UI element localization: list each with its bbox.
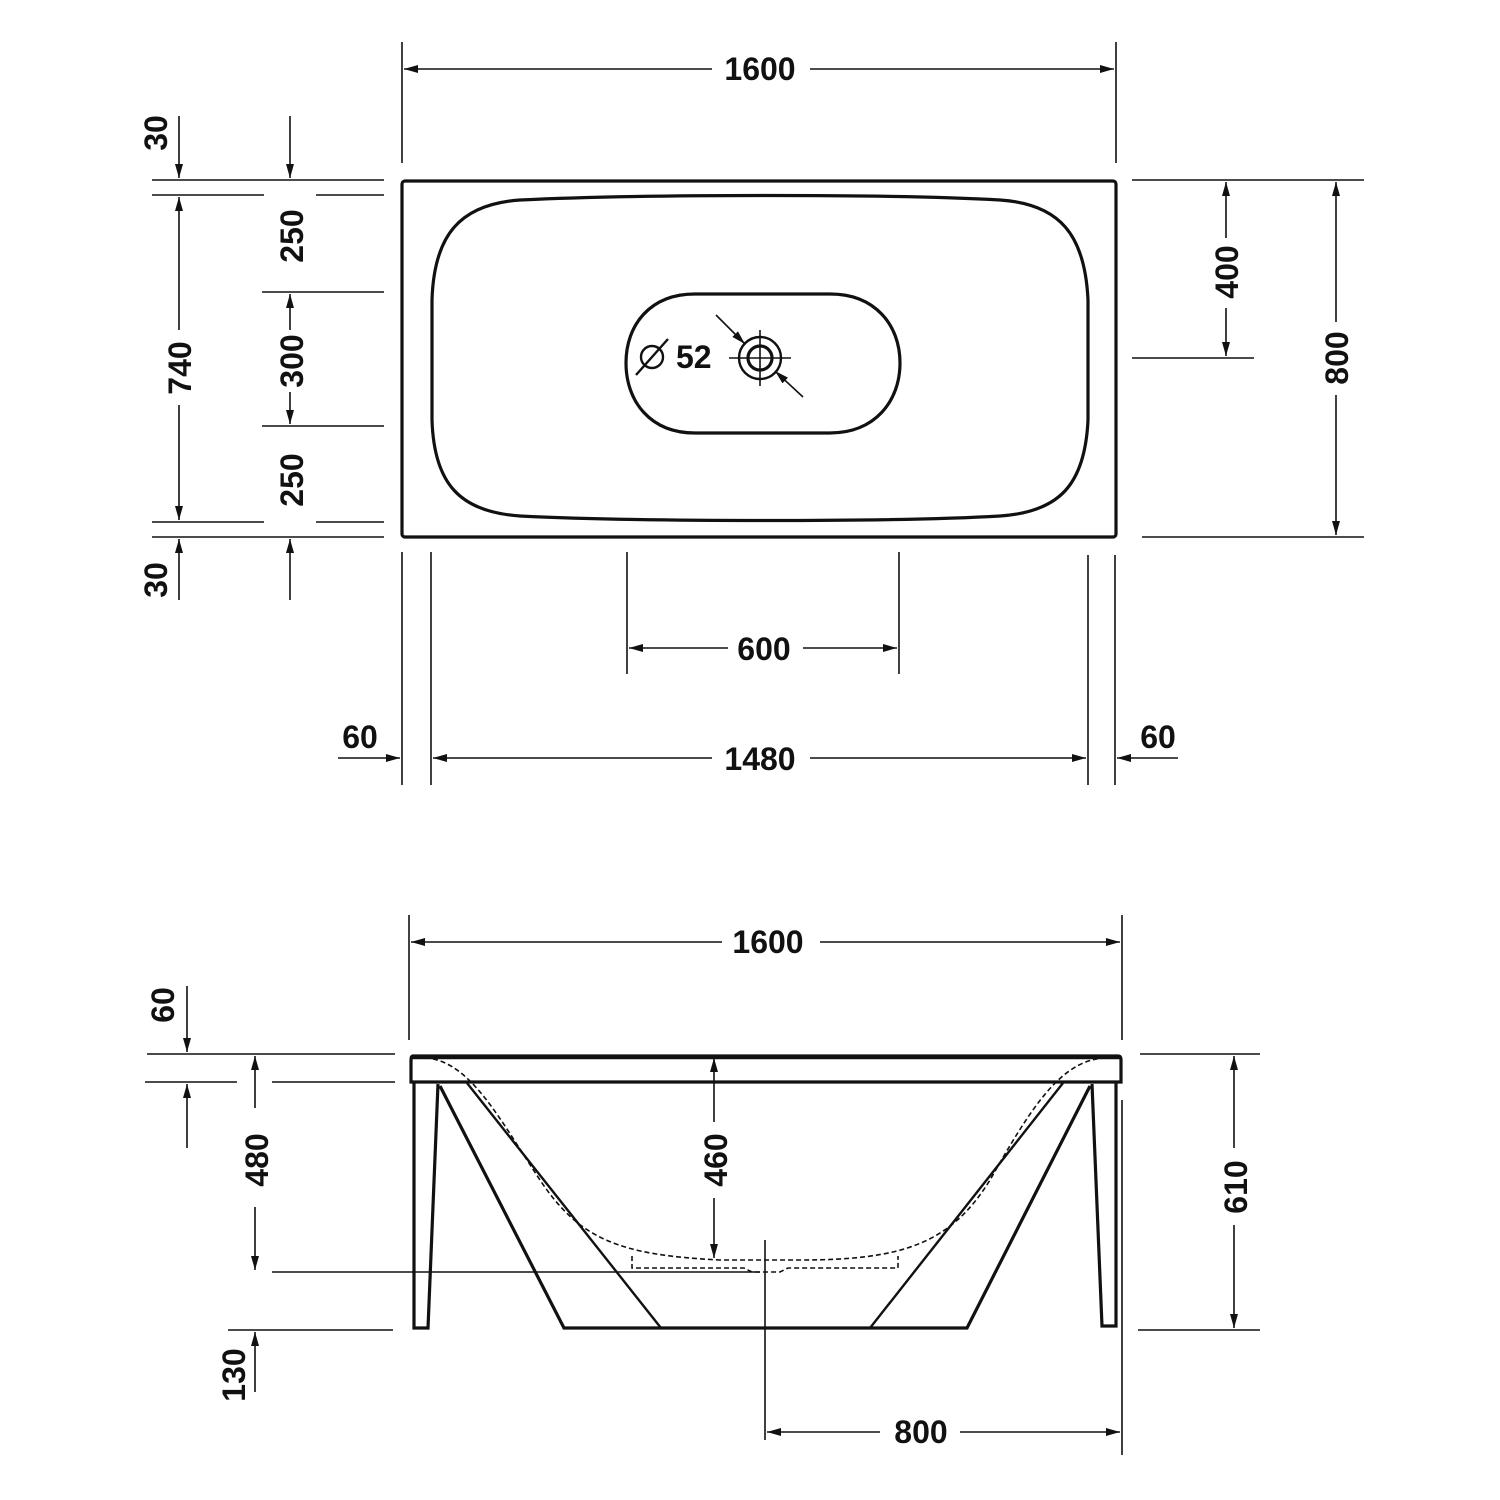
tub-outer-outline bbox=[400, 179, 1118, 539]
drain-zone-oval bbox=[624, 292, 902, 435]
dim-side-length: 1600 bbox=[732, 924, 803, 960]
dim-floor-clearance: 130 bbox=[216, 1348, 252, 1401]
dim-rim-right: 60 bbox=[1140, 719, 1176, 755]
leg-right bbox=[1090, 1082, 1118, 1328]
dim-drain-zone-length: 600 bbox=[737, 631, 790, 667]
drain-housing bbox=[631, 1256, 899, 1273]
side-view: 1600 60 480 130 460 610 800 bbox=[145, 915, 1260, 1455]
dim-rim-top: 30 bbox=[138, 115, 174, 151]
dim-inner-depth: 460 bbox=[698, 1133, 734, 1186]
dim-rim-thickness: 60 bbox=[145, 987, 181, 1023]
diameter-symbol-icon bbox=[635, 338, 669, 376]
dim-seg-middle: 300 bbox=[274, 334, 310, 387]
dim-total-height: 610 bbox=[1218, 1160, 1254, 1213]
dim-rim-bottom: 30 bbox=[138, 562, 174, 598]
dim-top-length: 1600 bbox=[724, 51, 795, 87]
leg-left bbox=[412, 1082, 440, 1330]
dim-drain-diameter: 52 bbox=[676, 339, 712, 375]
dim-drain-offset: 400 bbox=[1209, 245, 1245, 298]
tub-rim bbox=[409, 1054, 1123, 1084]
tub-inner-basin bbox=[430, 193, 1090, 523]
dim-rim-left: 60 bbox=[342, 719, 378, 755]
top-view: 52 1600 30 740 250 300 250 bbox=[138, 42, 1364, 785]
dim-top-width: 800 bbox=[1319, 331, 1355, 384]
inner-basin-profile bbox=[424, 1057, 1106, 1261]
dim-seg-lower: 250 bbox=[274, 453, 310, 506]
dim-inner-width: 740 bbox=[162, 341, 198, 394]
dim-seg-upper: 250 bbox=[274, 209, 310, 262]
dim-depth-to-floor: 480 bbox=[239, 1133, 275, 1186]
dim-center-to-end: 800 bbox=[894, 1414, 947, 1450]
dim-inner-length: 1480 bbox=[724, 741, 795, 777]
drain-icon bbox=[715, 314, 804, 398]
